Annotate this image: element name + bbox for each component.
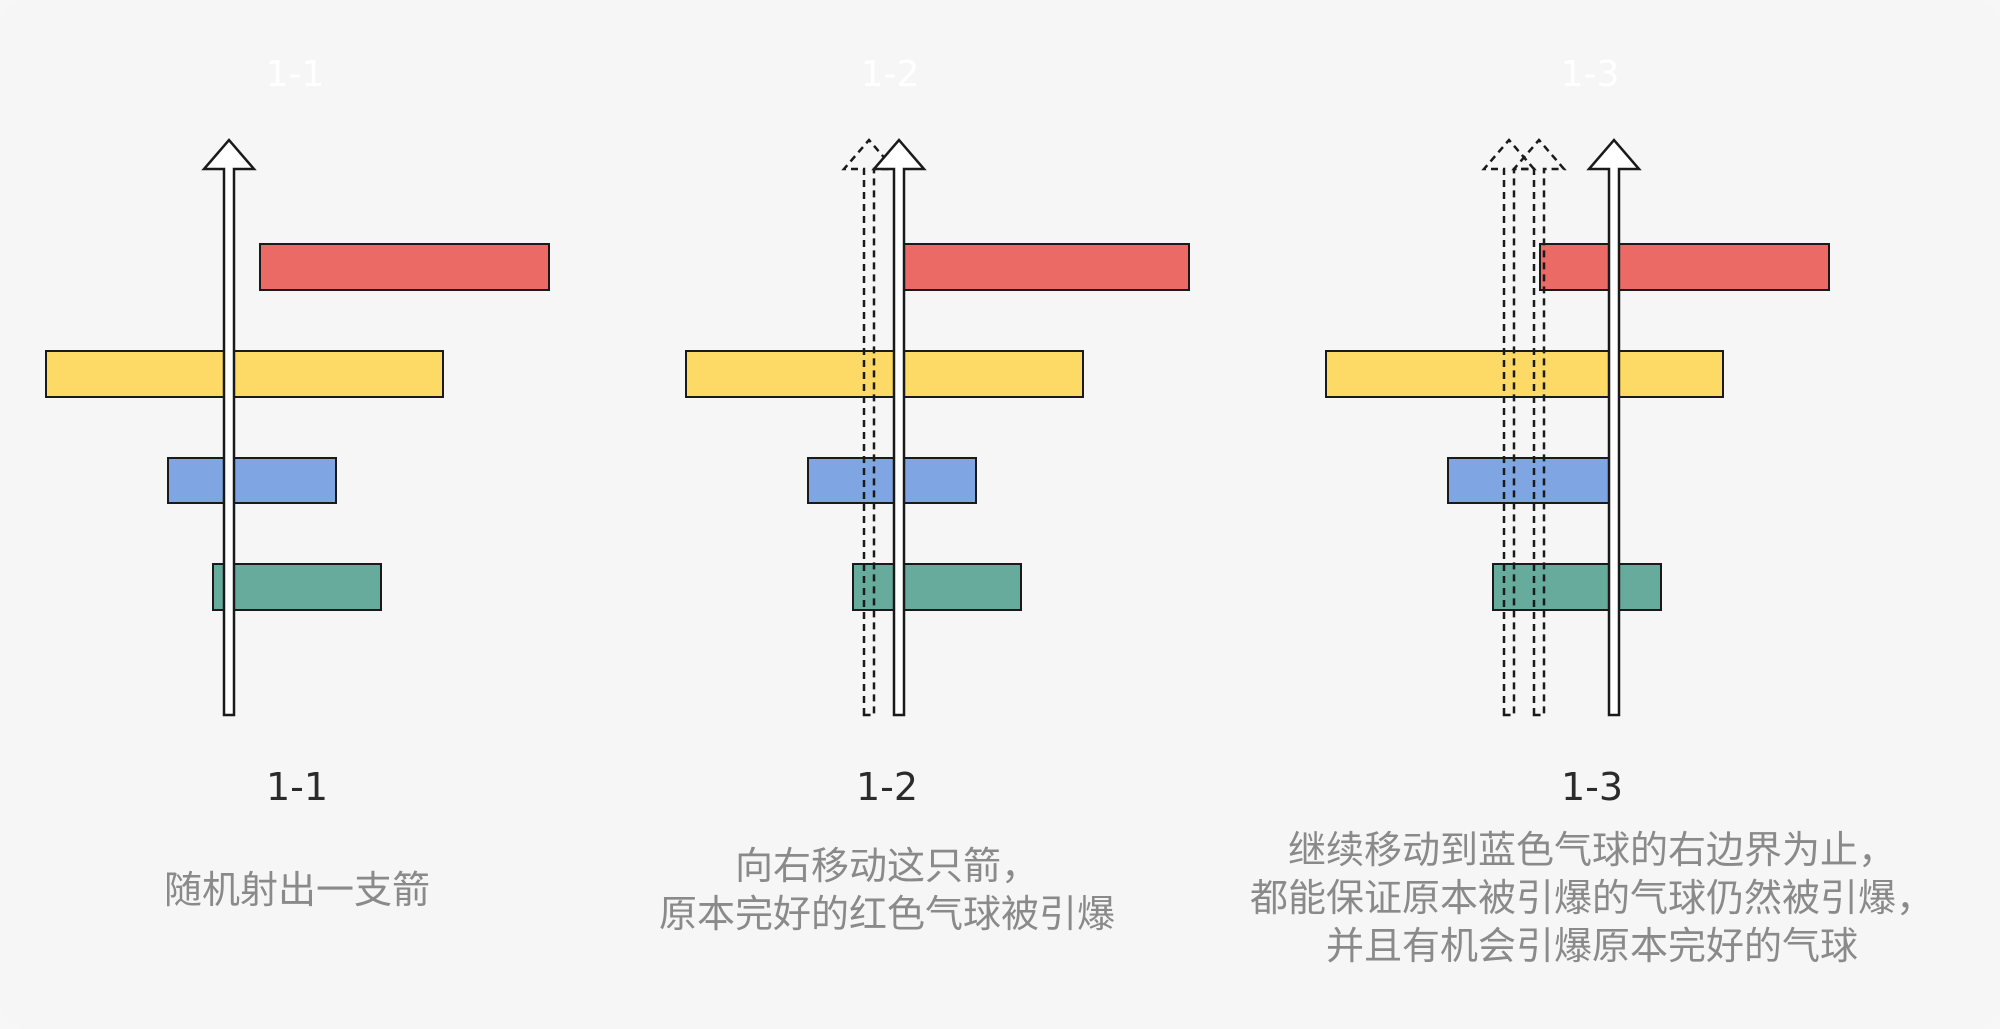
arrow-dashed-original — [841, 138, 897, 717]
arrow-solid — [201, 138, 257, 717]
panel-1-1-caption: 随机射出一支箭 — [164, 866, 430, 914]
arrow-dashed-moved — [1511, 138, 1567, 717]
caption-line: 随机射出一支箭 — [163, 868, 431, 912]
caption-line: 继续移动到蓝色气球的右边界为止， — [1287, 828, 1897, 872]
balloon-red — [899, 243, 1190, 291]
balloon-red — [1539, 243, 1830, 291]
caption-line: 向右移动这只箭， — [734, 844, 1040, 888]
panel-1-3-graphics — [1325, 138, 1830, 717]
balloon-green — [212, 563, 382, 611]
panel-1-3-caption: 继续移动到蓝色气球的右边界为止， 都能保证原本被引爆的气球仍然被引爆， 并且有机… — [1250, 826, 1934, 970]
caption-line: 并且有机会引爆原本完好的气球 — [1325, 924, 1859, 968]
panel-1-1-faint-title: 1-1 — [265, 54, 325, 95]
arrow-solid — [1586, 138, 1642, 717]
arrow-solid — [871, 138, 927, 717]
panel-1-1-title: 1-1 — [265, 765, 329, 809]
balloon-blue — [167, 457, 337, 504]
balloon-yellow — [45, 350, 444, 398]
caption-line: 原本完好的红色气球被引爆 — [658, 892, 1116, 936]
arrow-dashed-original — [1481, 138, 1537, 717]
balloon-yellow — [1325, 350, 1724, 398]
panel-1-1-graphics — [45, 138, 550, 717]
balloon-green — [1492, 563, 1662, 611]
caption-line: 都能保证原本被引爆的气球仍然被引爆， — [1249, 876, 1935, 920]
panel-1-2-caption: 向右移动这只箭， 原本完好的红色气球被引爆 — [659, 842, 1115, 938]
balloon-red — [259, 243, 550, 291]
panel-1-2-title: 1-2 — [855, 765, 919, 809]
balloon-green — [852, 563, 1022, 611]
panel-1-3-faint-title: 1-3 — [1560, 54, 1620, 95]
panel-1-2-faint-title: 1-2 — [860, 54, 920, 95]
balloon-blue — [807, 457, 977, 504]
panel-1-3-title: 1-3 — [1560, 765, 1624, 809]
balloon-blue — [1447, 457, 1617, 504]
balloon-yellow — [685, 350, 1084, 398]
panel-1-2-graphics — [685, 138, 1190, 717]
